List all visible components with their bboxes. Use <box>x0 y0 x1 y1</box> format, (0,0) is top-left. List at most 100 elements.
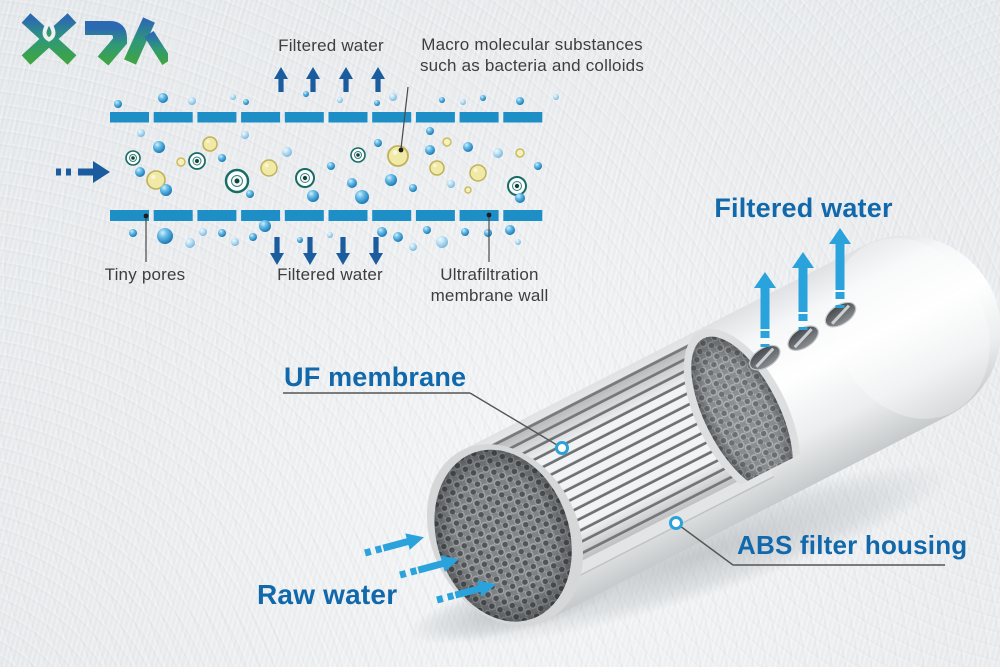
down-arrow-icon <box>270 253 284 265</box>
membrane-wall-bottom <box>110 210 543 221</box>
raw-water-label: Raw water <box>257 579 398 610</box>
particle-water-drop <box>158 93 168 103</box>
brand-logo <box>21 13 168 66</box>
particle-water-drop-light <box>389 93 397 101</box>
pointer-line <box>486 212 492 262</box>
particle-bacteria <box>507 176 527 196</box>
down-arrow-icon <box>336 253 350 265</box>
pointer-line <box>143 213 149 262</box>
raw-water-arrow-icon <box>436 580 496 604</box>
particle-water-drop <box>377 227 387 237</box>
particle-water-drop <box>129 229 137 237</box>
particle-macro-molecule-small <box>515 148 525 158</box>
filtered-water-arrow-icon <box>792 252 814 330</box>
raw-water-arrow-icon <box>399 555 459 579</box>
particle-water-drop-light <box>553 94 559 100</box>
down-arrow-icon <box>369 253 383 265</box>
particle-water-drop <box>393 232 403 242</box>
particle-water-drop <box>461 228 469 236</box>
particle-macro-molecule <box>260 159 278 177</box>
particles <box>114 91 559 251</box>
particle-water-drop-light <box>231 238 239 246</box>
particle-water-drop-light <box>282 147 292 157</box>
particle-water-drop-light <box>230 94 236 100</box>
macro-substances-label: Macro molecular substances such as bacte… <box>419 35 645 76</box>
particle-water-drop <box>425 145 435 155</box>
uf-membrane-pointer <box>283 392 563 449</box>
filtered-water-arrow-icon <box>754 272 776 347</box>
particle-water-drop <box>480 95 486 101</box>
particle-macro-molecule-small <box>464 186 472 194</box>
particle-water-drop <box>347 178 357 188</box>
particle-water-drop <box>297 237 303 243</box>
particle-bacteria <box>295 168 315 188</box>
particle-water-drop-light <box>137 129 145 137</box>
housing-cut-edge <box>531 465 774 598</box>
particle-water-drop <box>218 229 226 237</box>
particle-water-drop-light <box>436 236 448 248</box>
particle-water-drop <box>157 228 173 244</box>
filter-body <box>426 235 1000 626</box>
down-arrow-icon <box>303 253 317 265</box>
uf-filter-3d-illustration <box>283 228 1000 647</box>
filtered-water-down-arrows <box>270 237 383 265</box>
particle-water-drop-light <box>493 148 503 158</box>
particle-bacteria <box>224 168 250 194</box>
particle-bacteria <box>350 147 366 163</box>
particle-water-drop-light <box>460 99 466 105</box>
membrane-wall-top <box>110 112 543 123</box>
membrane-cross-section-mid <box>683 328 801 492</box>
particle-water-drop <box>355 190 369 204</box>
membrane-cross-section-front <box>434 449 572 622</box>
membrane-wall-label: Ultrafiltration membrane wall <box>430 265 549 306</box>
pointer-line <box>398 86 409 153</box>
up-arrow-icon <box>339 67 353 79</box>
particle-water-drop <box>327 162 335 170</box>
particle-water-drop <box>423 226 431 234</box>
particle-water-drop-light <box>327 232 333 238</box>
up-arrow-icon <box>371 67 385 79</box>
logo-droplet-icon <box>42 18 56 42</box>
particle-macro-molecule <box>146 170 166 190</box>
particle-bacteria <box>125 150 141 166</box>
abs-housing-label: ABS filter housing <box>737 530 968 560</box>
tiny-pores-label: Tiny pores <box>104 265 186 284</box>
filtered-water-arrow-icon <box>829 228 851 308</box>
particle-water-drop <box>374 139 382 147</box>
particle-water-drop <box>243 99 249 105</box>
abs-housing-pointer <box>675 522 945 566</box>
particle-water-drop-light <box>185 238 195 248</box>
particle-water-drop <box>409 184 417 192</box>
feed-water-arrow-icon <box>56 161 110 183</box>
particle-water-drop <box>463 142 473 152</box>
particle-water-drop <box>218 154 226 162</box>
filtered-water-up-arrows <box>274 67 385 92</box>
particle-water-drop-light <box>409 243 417 251</box>
particle-water-drop <box>426 127 434 135</box>
particle-water-drop <box>439 97 445 103</box>
abs-housing-marker <box>669 516 683 530</box>
particle-water-drop <box>484 229 492 237</box>
up-arrow-icon <box>306 67 320 79</box>
particle-water-drop <box>160 184 172 196</box>
particle-water-drop <box>307 190 319 202</box>
particle-water-drop <box>374 100 380 106</box>
particle-water-drop <box>259 220 271 232</box>
particle-water-drop <box>153 141 165 153</box>
logo-lambda-glyph <box>124 17 168 65</box>
filtered-water-bottom-label: Filtered water <box>277 265 383 284</box>
particle-water-drop <box>246 190 254 198</box>
particle-macro-molecule <box>387 145 409 167</box>
up-arrow-icon <box>274 67 288 79</box>
particle-water-drop <box>534 162 542 170</box>
particle-bacteria <box>188 152 206 170</box>
particle-water-drop <box>515 193 525 203</box>
particle-water-drop <box>505 225 515 235</box>
membrane-diagram <box>56 67 559 265</box>
uf-membrane-marker <box>555 441 569 455</box>
particle-macro-molecule-small <box>176 157 186 167</box>
particle-water-drop <box>249 233 257 241</box>
particle-water-drop-light <box>337 97 343 103</box>
raw-water-arrow-icon <box>364 533 424 557</box>
